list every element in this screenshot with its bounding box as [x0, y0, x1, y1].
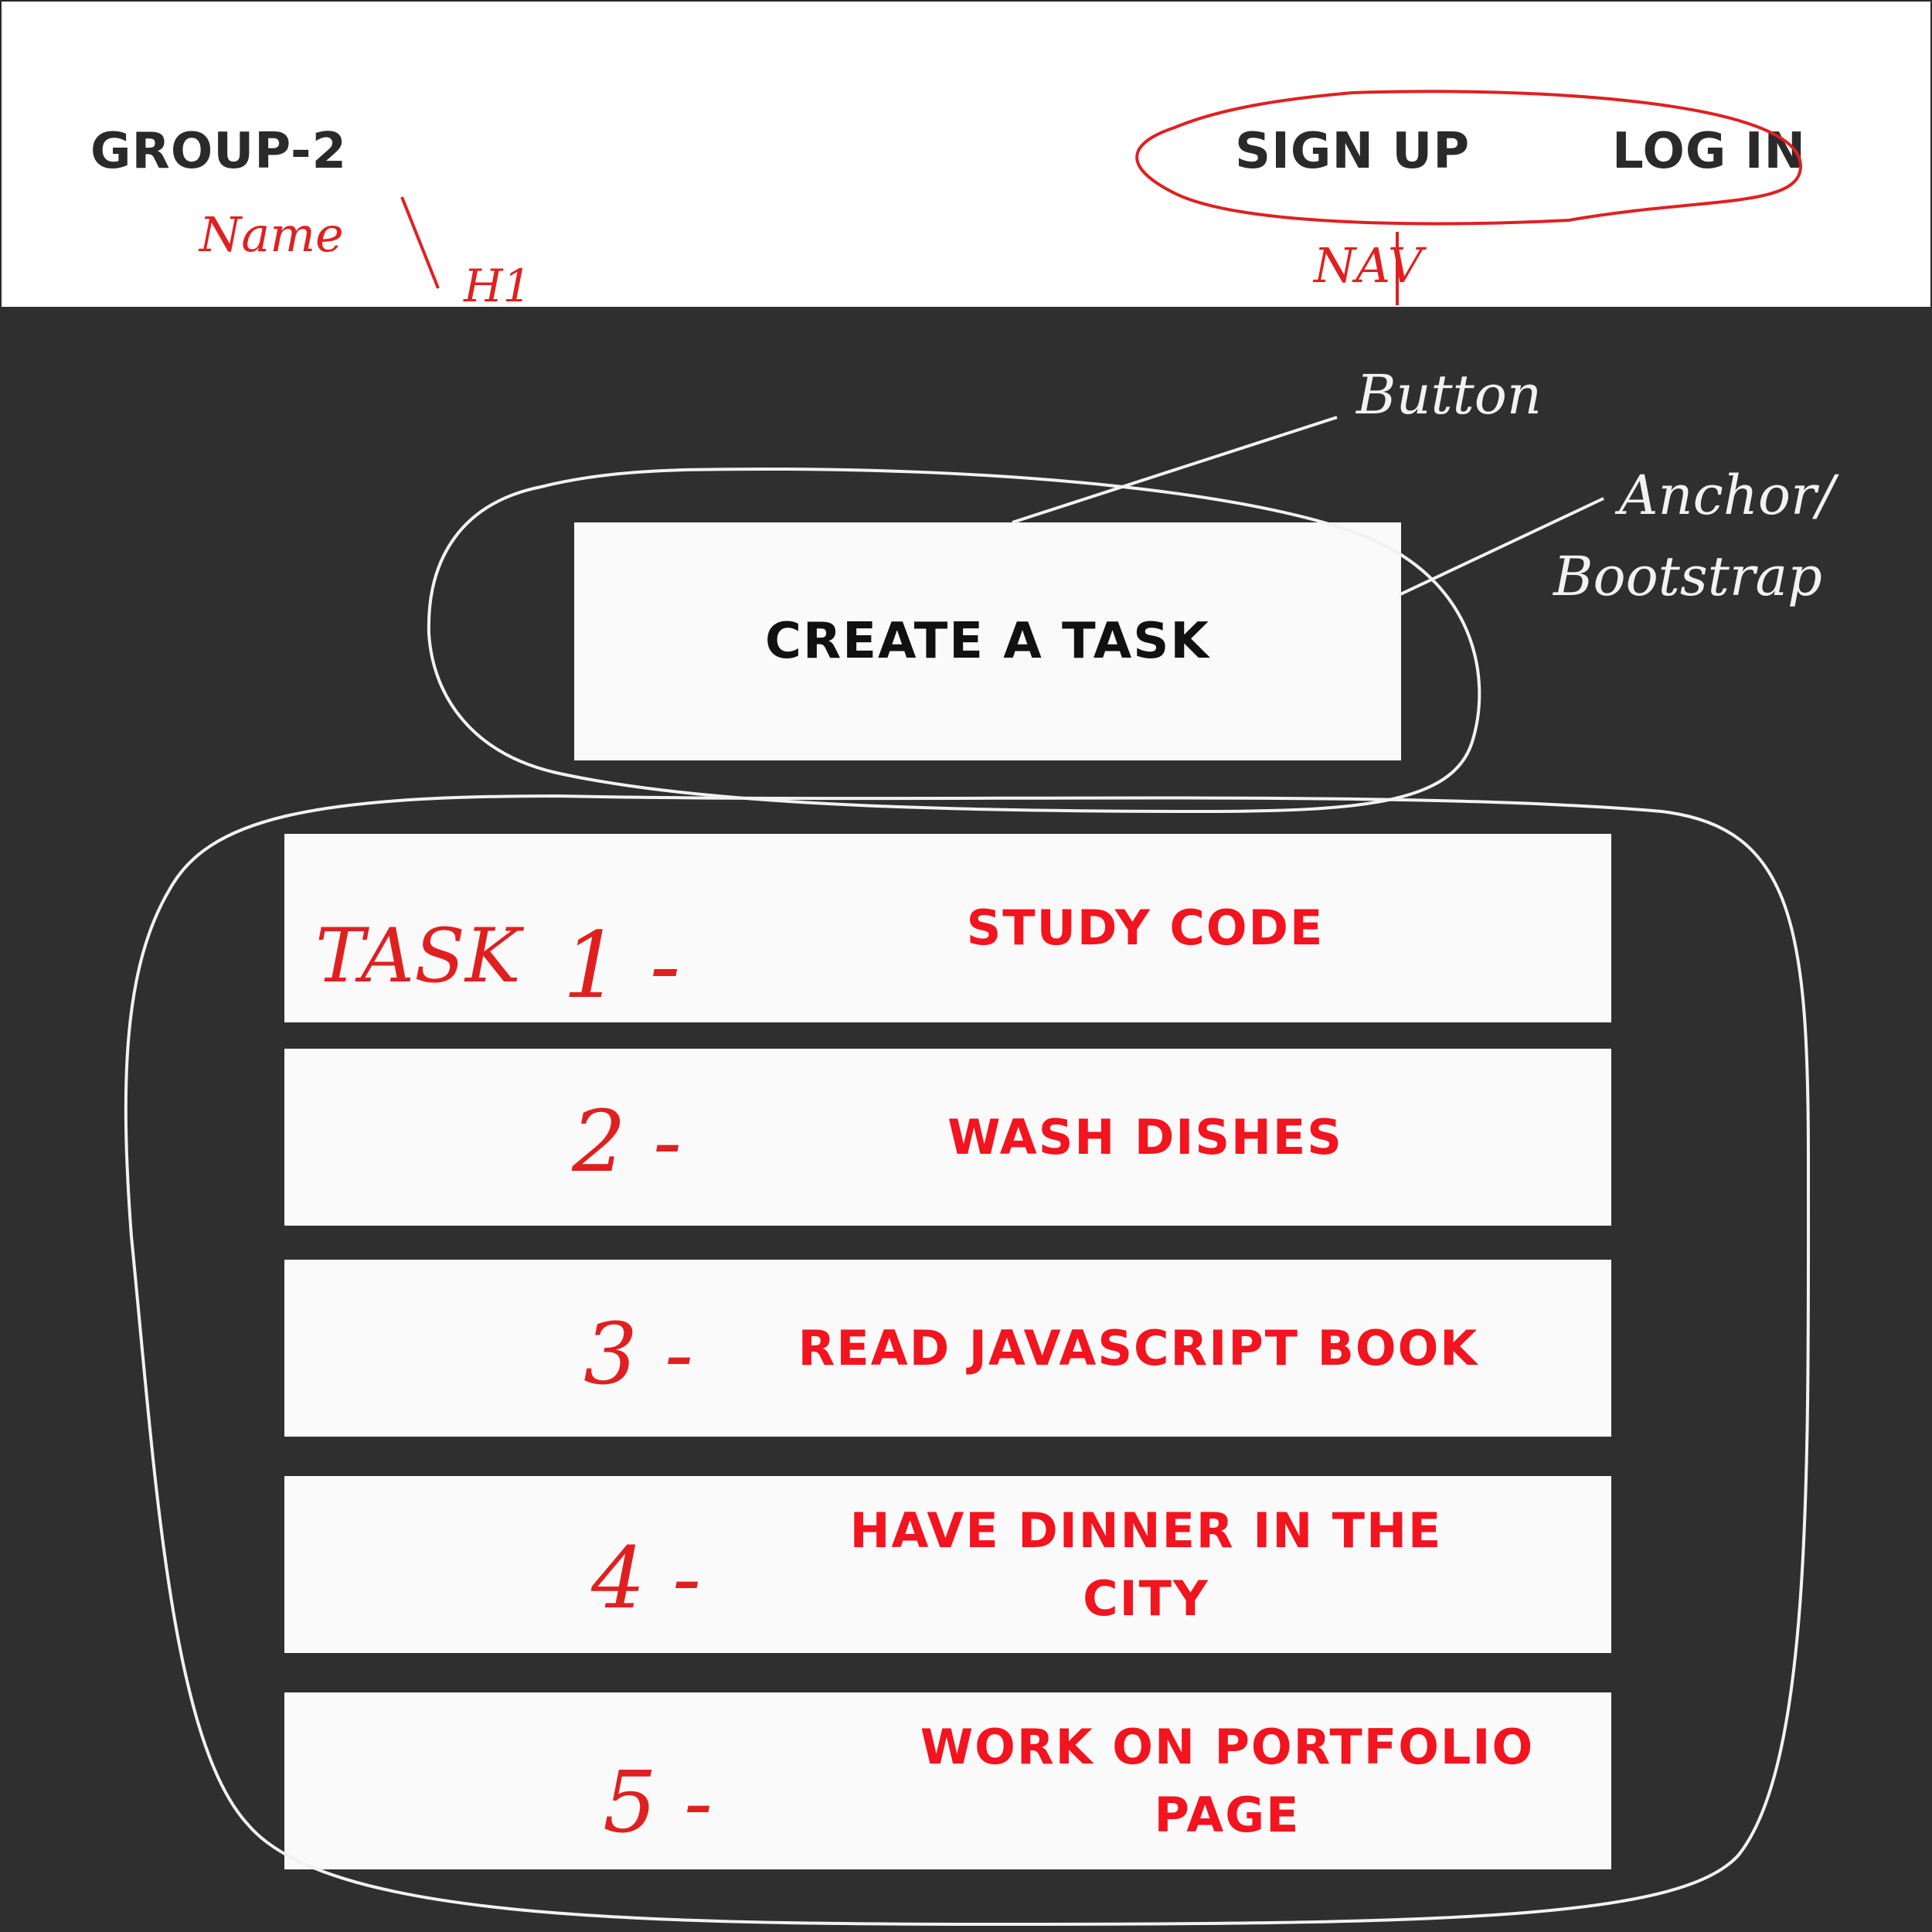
task-item-2[interactable]: WASH DISHES	[284, 1049, 1611, 1226]
header-bar: GROUP-2 SIGN UP LOG IN	[0, 0, 1932, 308]
task-item-3[interactable]: READ JAVASCRIPT BOOK	[284, 1260, 1611, 1437]
task-text: WORK ON PORTFOLIO PAGE	[920, 1718, 1535, 1843]
task-item-5[interactable]: WORK ON PORTFOLIO PAGE	[284, 1692, 1611, 1869]
task-text: HAVE DINNER IN THE CITY	[849, 1502, 1443, 1627]
task-text: READ JAVASCRIPT BOOK	[798, 1319, 1479, 1376]
task-item-4[interactable]: HAVE DINNER IN THE CITY	[284, 1476, 1611, 1653]
create-task-label: CREATE A TASK	[765, 613, 1210, 670]
task-text: WASH DISHES	[947, 1108, 1343, 1165]
nav-login-link[interactable]: LOG IN	[1612, 123, 1807, 180]
create-task-button[interactable]: CREATE A TASK	[574, 522, 1401, 760]
nav-signup-link[interactable]: SIGN UP	[1235, 123, 1471, 180]
task-text: STUDY CODE	[966, 900, 1325, 956]
brand-title: GROUP-2	[90, 123, 348, 180]
task-item-1[interactable]: STUDY CODE	[284, 834, 1611, 1022]
